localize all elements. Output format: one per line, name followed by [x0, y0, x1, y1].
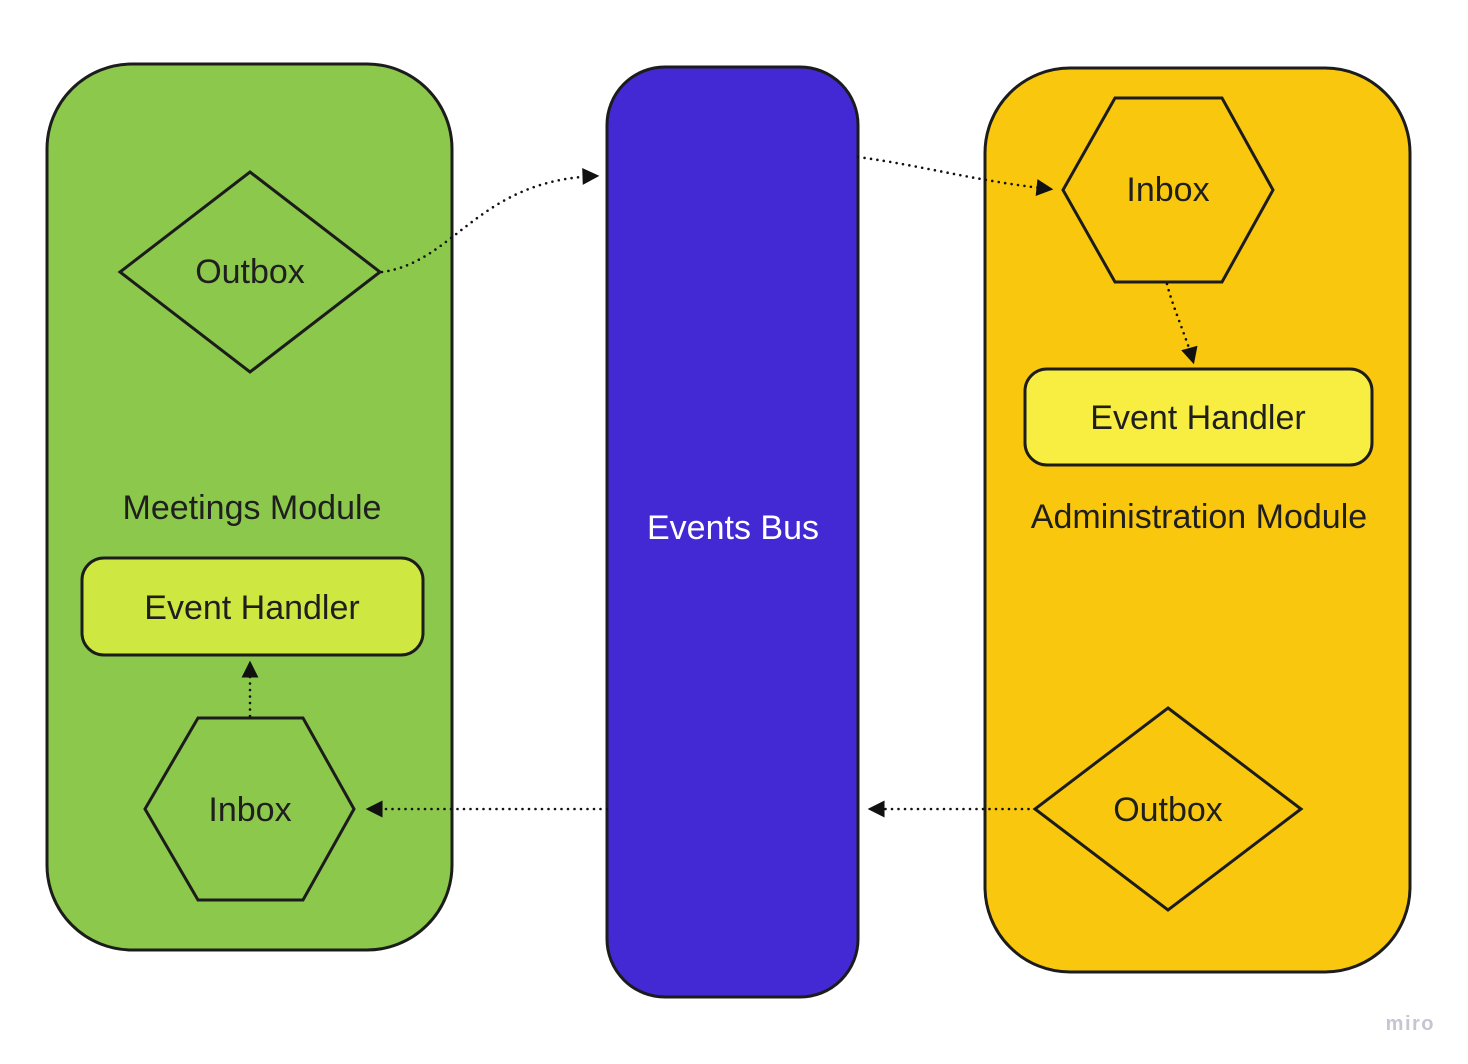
connector-bus-to-administration-inbox — [856, 155, 1054, 196]
events-bus-title: Events Bus — [647, 509, 819, 547]
meetings-inbox-label: Inbox — [208, 791, 291, 829]
meetings-inbox-hexagon — [143, 716, 356, 902]
connector-meetings-outbox-to-bus — [380, 168, 600, 274]
administration-inbox-hexagon — [1061, 96, 1275, 284]
administration-outbox-diamond — [1032, 706, 1304, 912]
administration-module-container — [983, 66, 1412, 974]
meetings-module: Meetings Module Outbox Event Handler Inb… — [45, 62, 454, 952]
administration-inbox-label: Inbox — [1126, 171, 1209, 209]
administration-outbox-label: Outbox — [1113, 791, 1223, 829]
connectors — [241, 155, 1198, 818]
miro-watermark: miro — [1385, 1013, 1435, 1035]
administration-event-handler-box — [1023, 367, 1374, 467]
administration-event-handler-label: Event Handler — [1090, 399, 1305, 437]
administration-module: Administration Module Inbox Event Handle… — [983, 66, 1412, 974]
meetings-event-handler-box — [80, 556, 425, 657]
meetings-outbox-diamond — [117, 170, 383, 374]
administration-module-title: Administration Module — [1031, 498, 1367, 536]
connector-administration-inbox-to-event-handler — [1165, 282, 1198, 365]
meetings-module-border — [45, 62, 454, 952]
events-bus-container — [605, 65, 860, 999]
meetings-outbox-label: Outbox — [195, 253, 305, 291]
events-bus: Events Bus — [605, 65, 860, 999]
meetings-event-handler-label: Event Handler — [144, 589, 359, 627]
meetings-module-title: Meetings Module — [123, 489, 382, 527]
